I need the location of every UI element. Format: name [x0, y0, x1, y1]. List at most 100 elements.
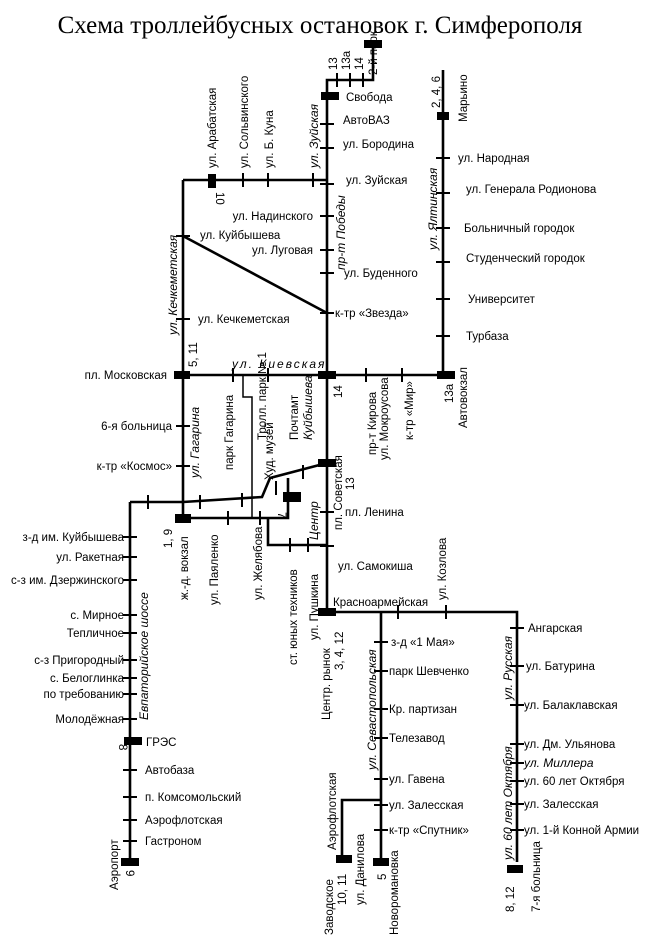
stop-park-gagarina[interactable]: парк Гагарина [224, 394, 236, 470]
stop-studgorodok[interactable]: Студенческий городок [466, 253, 586, 265]
stop-pl-lenina[interactable]: пл. Ленина [345, 507, 404, 519]
stop-pushkina[interactable]: ул. Пушкина [309, 573, 321, 640]
stop-konnoy-armii[interactable]: ул. 1-й Конной Армии [524, 825, 639, 837]
stop-kechkemetskaya[interactable]: ул. Кечкеметская [198, 314, 290, 326]
stop-universitet[interactable]: Университет [468, 294, 536, 306]
stop-mirnoe[interactable]: с. Мирное [70, 610, 124, 622]
terminal-gres[interactable] [124, 737, 142, 745]
stop-aeroflotskaya-s[interactable]: Аэрофлотская [327, 772, 339, 850]
terminal-zavodskoe[interactable] [336, 855, 352, 863]
stop-gastronom[interactable]: Гастроном [145, 836, 202, 848]
terminal-marino[interactable] [437, 112, 449, 120]
terminal-moskovskaya[interactable] [174, 371, 190, 379]
stop-yunyh-tehnikov[interactable]: ст. юных техников [288, 569, 300, 665]
stop-kr-partizan[interactable]: Кр. партизан [389, 704, 457, 716]
stop-park-shevchenko[interactable]: парк Шевченко [389, 666, 469, 678]
stop-mir[interactable]: к-тр «Мир» [404, 381, 416, 440]
stop-zalesskaya-r[interactable]: ул. Залесская [524, 799, 598, 811]
stop-molodezhnaya[interactable]: Молодёжная [55, 714, 124, 726]
terminal-park2[interactable] [364, 40, 382, 48]
terminal-arabatskaya[interactable] [208, 174, 216, 188]
stop-telezavod[interactable]: Телезавод [389, 733, 445, 745]
stop-avtovaz[interactable]: АвтоВАЗ [343, 115, 390, 127]
stop-gres[interactable]: ГРЭС [146, 737, 176, 749]
stop-troll-park[interactable]: Тролл. парк № 1 [257, 352, 269, 440]
vokzal-routes: 1, 9 [163, 529, 175, 548]
stop-aeroflotskaya[interactable]: Аэрофлотская [145, 815, 223, 827]
sovetskaya-routes: 13 [345, 477, 357, 490]
stop-baturina[interactable]: ул. Батурина [526, 661, 595, 673]
stop-6-bolnitsa[interactable]: 6-я больница [101, 421, 172, 433]
bolnitsa7-routes: 8, 12 [505, 886, 517, 912]
stop-arabatskaya[interactable]: ул. Арабатская [207, 88, 219, 168]
stop-lugovaya[interactable]: ул. Луговая [252, 245, 313, 257]
street-gagarina: ул. Гагарина [188, 406, 202, 479]
stop-samokisha[interactable]: ул. Самокиша [338, 561, 413, 573]
terminal-rynok[interactable] [318, 608, 336, 616]
stop-dm-ulyanova[interactable]: ул. Дм. Ульянова [524, 739, 616, 751]
stop-solvinskogo[interactable]: ул. Сольвинского [239, 76, 251, 168]
terminal-muzey[interactable] [283, 492, 301, 502]
stop-komsomolsky[interactable]: п. Комсомольский [145, 792, 241, 804]
stop-turbaza[interactable]: Турбаза [466, 331, 509, 343]
stop-mokrousova[interactable]: ул. Мокроусова [379, 377, 391, 460]
terminal-bolnitsa7-label: 7-я больница [531, 841, 543, 912]
stop-kuibysheva-c[interactable]: Куйбышева [301, 375, 315, 440]
stop-dzerzhinskogo[interactable]: с-з им. Дзержинского [11, 575, 124, 587]
stop-bolnichny-gorodok[interactable]: Больничный городок [464, 223, 575, 235]
stop-pochtamt[interactable]: Почтамт [289, 394, 301, 440]
terminal-aeroport[interactable] [121, 858, 139, 866]
stop-payalenko[interactable]: ул. Паяленко [209, 535, 221, 606]
stop-teplichnoe[interactable]: Тепличное [67, 628, 124, 640]
stop-kuibysheva[interactable]: ул. Куйбышева [200, 230, 281, 242]
stop-labels: Свобода АвтоВАЗ ул. Бородина ул. Зуйская… [11, 92, 639, 848]
muzey-routes: 7 [275, 512, 287, 518]
terminal-avtovokzal[interactable] [437, 371, 455, 379]
stop-budennogo[interactable]: ул. Буденного [344, 268, 418, 280]
stop-gen-rodionova[interactable]: ул. Генерала Родионова [466, 184, 597, 196]
stop-60-let-oktyabrya[interactable]: ул. 60 лет Октября [524, 776, 624, 788]
stop-kozlova[interactable]: ул. Козлова [437, 537, 449, 600]
stop-hud-muzey[interactable]: Худ. музей [264, 422, 276, 480]
gres-routes: 8 [116, 744, 128, 750]
stop-ticks [123, 73, 524, 842]
stop-angarskaya[interactable]: Ангарская [528, 623, 582, 635]
stop-gavena[interactable]: ул. Гавена [389, 774, 445, 786]
stop-nadinskogo[interactable]: ул. Надинского [233, 211, 313, 223]
stop-avtobaza[interactable]: Автобаза [145, 765, 195, 777]
terminal-vokzal-label: ж.-д. вокзал [179, 536, 191, 600]
terminal-rynok-label: Центр. рынок [321, 647, 333, 720]
stop-balaklavskaya[interactable]: ул. Балаклавская [524, 700, 618, 712]
stop-borodina[interactable]: ул. Бородина [343, 139, 415, 151]
stop-zvezda[interactable]: к-тр «Звезда» [335, 308, 409, 320]
stop-beloglinka[interactable]: с. Белоглинка [50, 673, 125, 685]
terminal-bolnitsa7[interactable] [507, 865, 523, 873]
stop-zhelyabova[interactable]: ул. Желябова [253, 526, 265, 600]
street-evpatoriyskoe: Евпаторийское шоссе [137, 592, 151, 720]
stop-1-maya[interactable]: з-д «1 Мая» [391, 637, 455, 649]
stop-narodnaya[interactable]: ул. Народная [458, 153, 530, 165]
stop-zuiskaya[interactable]: ул. Зуйская [346, 175, 407, 187]
stop-zd-kuibysheva[interactable]: з-д им. Куйбышева [23, 532, 125, 544]
stop-prigorodny[interactable]: с-з Пригородный [34, 655, 124, 667]
stop-zalesskaya-s[interactable]: ул. Залесская [389, 800, 463, 812]
terminal-novoromanovka[interactable] [373, 858, 389, 866]
vertical-labels: 13 13а 14 2-й парк 2, 4, 6 Марьино ул. А… [109, 30, 543, 935]
stop-po-trebovaniyu[interactable]: по требованию [43, 689, 124, 701]
stop-raketnaya[interactable]: ул. Ракетная [56, 552, 124, 564]
street-russkaya: ул. Русская [501, 635, 515, 701]
stop-danilova[interactable]: ул. Данилова [355, 833, 367, 905]
stop-kirova[interactable]: пр-т Кирова [367, 391, 379, 455]
terminal-sovetskaya[interactable] [318, 459, 336, 467]
stop-b-kuna[interactable]: ул. Б. Куна [264, 110, 276, 168]
street-sevastopolskaya: ул. Севастопольская [365, 649, 379, 771]
stop-kosmos[interactable]: к-тр «Космос» [97, 461, 172, 473]
route-number-13: 13 [328, 57, 340, 70]
terminal-vokzal[interactable] [175, 514, 191, 523]
stop-millera[interactable]: ул. Миллера [523, 756, 594, 770]
stop-svoboda[interactable]: Свобода [346, 92, 393, 104]
terminal-svoboda[interactable] [321, 92, 339, 100]
stop-moskovskaya[interactable]: пл. Московская [85, 370, 167, 382]
stop-sputnik[interactable]: к-тр «Спутник» [389, 825, 469, 837]
terminal-kievskaya[interactable] [318, 371, 336, 379]
